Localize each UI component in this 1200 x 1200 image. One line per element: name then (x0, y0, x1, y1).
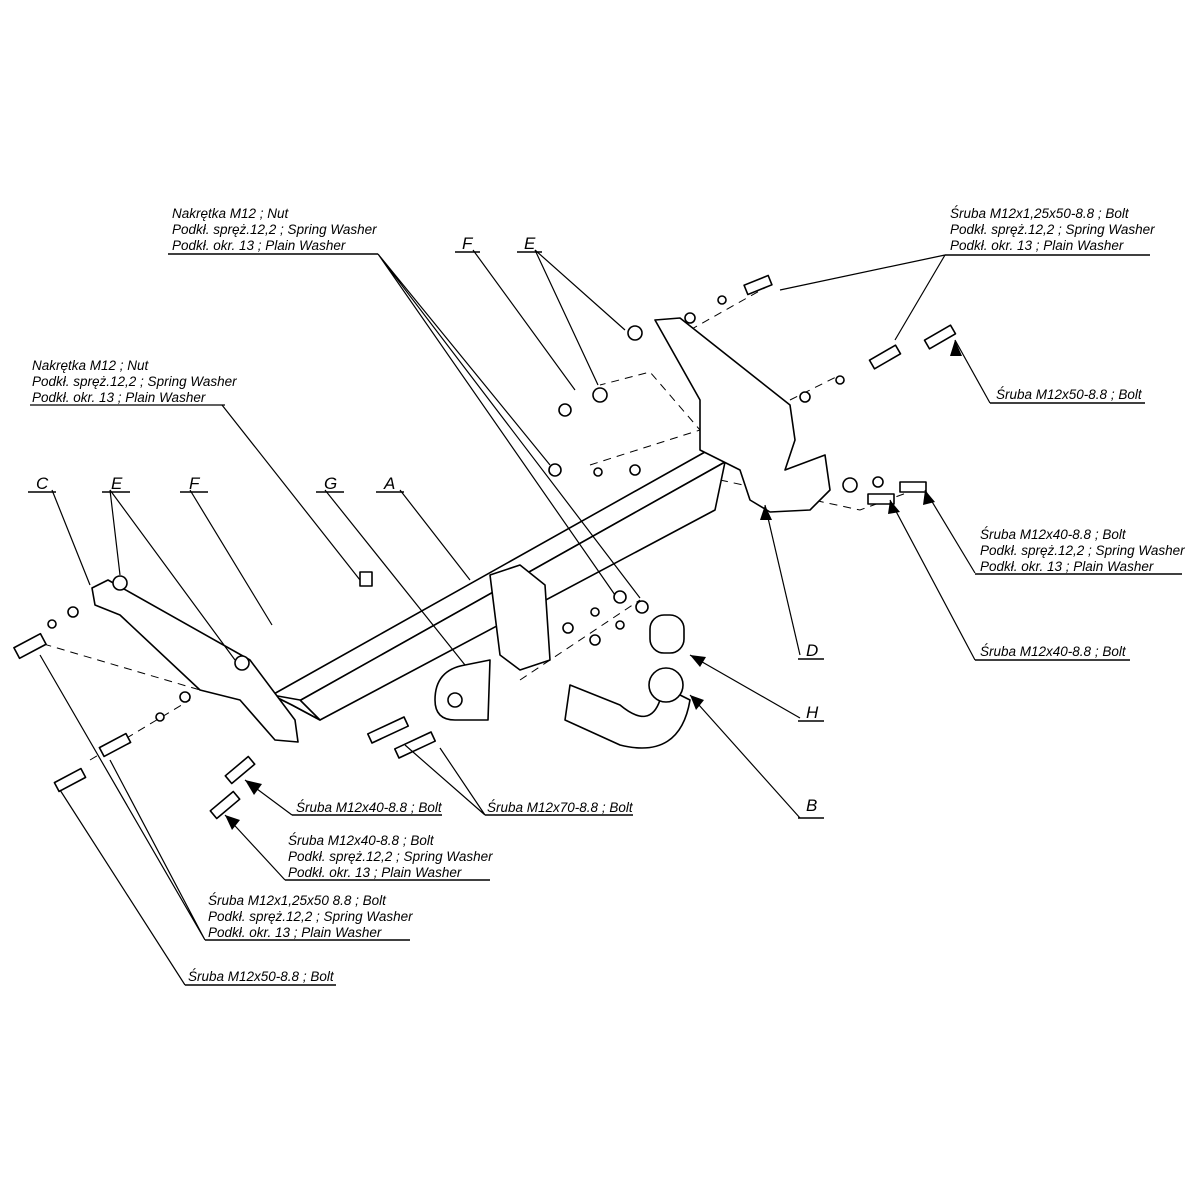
callout-bolt-m12x125-left-block: Śruba M12x1,25x50 8.8 ; Bolt Podkł. sprę… (205, 893, 413, 941)
svg-text:Podkł. okr. 13 ; Plain Washer: Podkł. okr. 13 ; Plain Washer (980, 559, 1154, 574)
tow-ball-b (564, 667, 691, 749)
svg-text:Podkł. okr. 13 ; Plain Washer: Podkł. okr. 13 ; Plain Washer (172, 238, 346, 253)
callout-bolt-top-right: Śruba M12x1,25x50-8.8 ; Bolt Podkł. sprę… (945, 206, 1155, 256)
letter-e-top: E (524, 234, 536, 253)
letter-d: D (806, 641, 818, 660)
svg-text:Śruba M12x40-8.8 ; Bolt: Śruba M12x40-8.8 ; Bolt (288, 833, 435, 848)
svg-text:Śruba M12x50-8.8 ; Bolt: Śruba M12x50-8.8 ; Bolt (996, 387, 1143, 402)
svg-text:Podkł. spręż.12,2 ; Spring Was: Podkł. spręż.12,2 ; Spring Washer (208, 909, 413, 924)
svg-text:Podkł. spręż.12,2 ; Spring Was: Podkł. spręż.12,2 ; Spring Washer (950, 222, 1155, 237)
svg-text:Podkł. okr. 13 ; Plain Washer: Podkł. okr. 13 ; Plain Washer (288, 865, 462, 880)
letter-g: G (324, 474, 337, 493)
letter-b: B (806, 796, 817, 815)
svg-text:Podkł. spręż.12,2 ; Spring Was: Podkł. spręż.12,2 ; Spring Washer (980, 543, 1185, 558)
svg-text:Śruba M12x1,25x50-8.8 ; Bolt: Śruba M12x1,25x50-8.8 ; Bolt (950, 206, 1130, 221)
svg-text:Śruba M12x70-8.8 ; Bolt: Śruba M12x70-8.8 ; Bolt (487, 800, 634, 815)
callout-bolt-m12x40-right-block: Śruba M12x40-8.8 ; Bolt Podkł. spręż.12,… (975, 527, 1185, 575)
svg-text:Podkł. okr. 13 ; Plain Washer: Podkł. okr. 13 ; Plain Washer (32, 390, 206, 405)
socket-plate-g (434, 659, 491, 721)
leader-lines (30, 249, 991, 986)
callout-bolt-m12x40-right: Śruba M12x40-8.8 ; Bolt (975, 644, 1130, 661)
svg-text:Śruba M12x40-8.8 ; Bolt: Śruba M12x40-8.8 ; Bolt (980, 527, 1127, 542)
letter-e-left: E (111, 474, 123, 493)
svg-text:Podkł. spręż.12,2 ; Spring Was: Podkł. spręż.12,2 ; Spring Washer (32, 374, 237, 389)
svg-text:Śruba M12x40-8.8 ; Bolt: Śruba M12x40-8.8 ; Bolt (296, 800, 443, 815)
letter-f-left: F (189, 474, 201, 493)
bracket-d (654, 317, 831, 513)
callout-nut-top: Nakrętka M12 ; Nut Podkł. spręż.12,2 ; S… (168, 206, 378, 255)
letter-c: C (36, 474, 49, 493)
svg-text:Śruba M12x1,25x50 8.8 ; Bolt: Śruba M12x1,25x50 8.8 ; Bolt (208, 893, 387, 908)
svg-text:Nakrętka M12 ; Nut: Nakrętka M12 ; Nut (172, 206, 290, 221)
letter-f-top: F (462, 234, 474, 253)
svg-text:Podkł. spręż.12,2 ; Spring Was: Podkł. spręż.12,2 ; Spring Washer (288, 849, 493, 864)
crossbeam-a (271, 451, 726, 721)
callout-bolt-m12x40-left-block: Śruba M12x40-8.8 ; Bolt Podkł. spręż.12,… (285, 833, 493, 881)
svg-text:Nakrętka M12 ; Nut: Nakrętka M12 ; Nut (32, 358, 150, 373)
callout-bolt-m12x40-left: Śruba M12x40-8.8 ; Bolt (292, 800, 443, 816)
fasteners (13, 274, 957, 820)
svg-text:Śruba M12x40-8.8 ; Bolt: Śruba M12x40-8.8 ; Bolt (980, 644, 1127, 659)
svg-text:Podkł. spręż.12,2 ; Spring Was: Podkł. spręż.12,2 ; Spring Washer (172, 222, 377, 237)
letter-h: H (806, 703, 819, 722)
part-letters: C E F G A F E D H B (28, 234, 824, 819)
svg-text:Śruba M12x50-8.8 ; Bolt: Śruba M12x50-8.8 ; Bolt (188, 969, 335, 984)
svg-text:Podkł. okr. 13 ; Plain Washer: Podkł. okr. 13 ; Plain Washer (208, 925, 382, 940)
svg-text:Podkł. okr. 13 ; Plain Washer: Podkł. okr. 13 ; Plain Washer (950, 238, 1124, 253)
letter-a: A (383, 474, 395, 493)
ball-cap-h (649, 614, 685, 654)
bracket-c (91, 579, 299, 743)
callout-bolt-m12x50-right: Śruba M12x50-8.8 ; Bolt (990, 387, 1145, 404)
callout-bolt-m12x50-left: Śruba M12x50-8.8 ; Bolt (185, 969, 336, 986)
callout-bolt-m12x70: Śruba M12x70-8.8 ; Bolt (485, 800, 634, 816)
callout-nut-left: Nakrętka M12 ; Nut Podkł. spręż.12,2 ; S… (32, 358, 237, 405)
